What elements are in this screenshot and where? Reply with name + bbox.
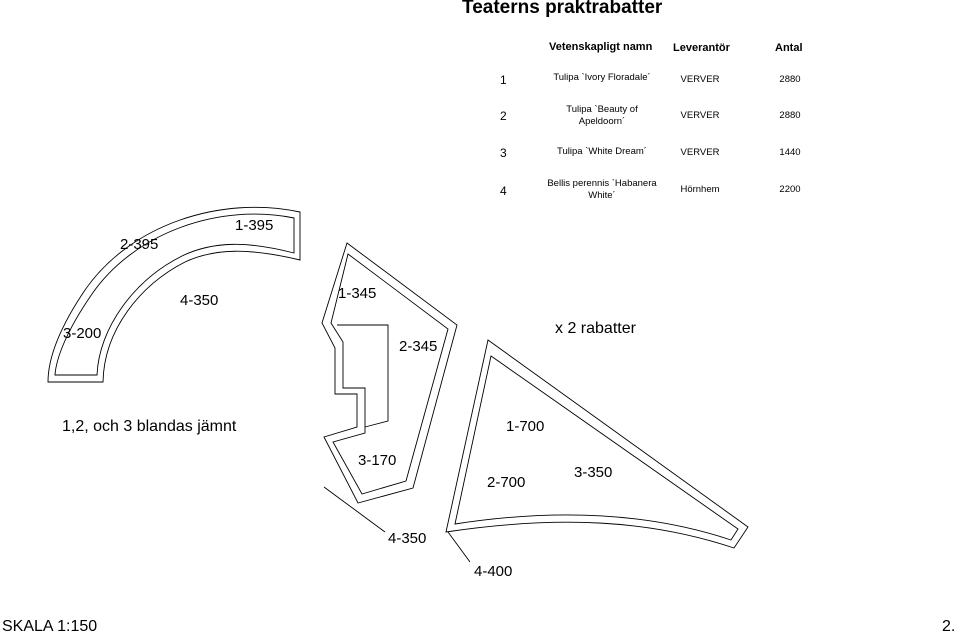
- plant-name: Tulipa `Beauty of Apeldoorn´: [566, 104, 638, 127]
- page-number: 2.: [942, 618, 956, 635]
- bed-a-label-1-395: 1-395: [235, 217, 274, 234]
- bed-b-label-1-345: 1-345: [338, 285, 377, 302]
- bed-b-label-3-170: 3-170: [358, 452, 397, 469]
- bed-c-label-3-350: 3-350: [574, 464, 613, 481]
- bed-c-outline: [445, 339, 749, 549]
- bed-b-inner-outline: [330, 253, 449, 495]
- count: 2880: [779, 74, 801, 85]
- bed-a-outline: [47, 206, 301, 383]
- leader-line-4-400: [447, 531, 471, 563]
- page-title: Teaterns praktrabatter: [462, 0, 663, 18]
- bed-b-label-2-345: 2-345: [399, 338, 438, 355]
- plant-name: Bellis perennis `Habanera White´: [547, 178, 657, 201]
- supplier: VERVER: [680, 110, 720, 121]
- bed-b-outline: [321, 242, 458, 504]
- leader-line-4-350: [323, 486, 386, 533]
- col-header-supplier: Leverantör: [673, 42, 730, 54]
- col-header-count: Antal: [775, 42, 803, 54]
- supplier: VERVER: [680, 74, 720, 85]
- bed-c-label-1-700: 1-700: [506, 418, 545, 435]
- bed-b-core-outline: [337, 324, 389, 428]
- plant-name: Tulipa `Ivory Floradale´: [553, 72, 651, 83]
- col-header-name: Vetenskapligt namn: [549, 41, 653, 53]
- bed-c-label-2-700: 2-700: [487, 474, 526, 491]
- row-number: 4: [500, 184, 507, 198]
- bed-a-label-2-395: 2-395: [120, 236, 159, 253]
- row-number: 3: [500, 146, 507, 160]
- bed-c-inner-outline: [454, 355, 739, 541]
- bed-c-label-4-400: 4-400: [474, 563, 513, 580]
- bed-a-label-4-350: 4-350: [180, 292, 219, 309]
- count: 1440: [779, 147, 801, 158]
- bed-a-label-3-200: 3-200: [63, 325, 102, 342]
- multiplier-note: x 2 rabatter: [555, 320, 636, 337]
- mix-note: 1,2, och 3 blandas jämnt: [62, 418, 237, 435]
- bed-b-label-4-350: 4-350: [388, 530, 427, 547]
- count: 2200: [779, 184, 801, 195]
- plant-name: Tulipa `White Dream´: [557, 146, 647, 157]
- count: 2880: [779, 110, 801, 121]
- supplier: VERVER: [680, 147, 720, 158]
- supplier: Hörnhem: [680, 184, 720, 195]
- row-number: 1: [500, 73, 507, 87]
- row-number: 2: [500, 109, 507, 123]
- bed-a-inner-outline: [54, 213, 295, 376]
- scale-note: SKALA 1:150: [2, 618, 98, 635]
